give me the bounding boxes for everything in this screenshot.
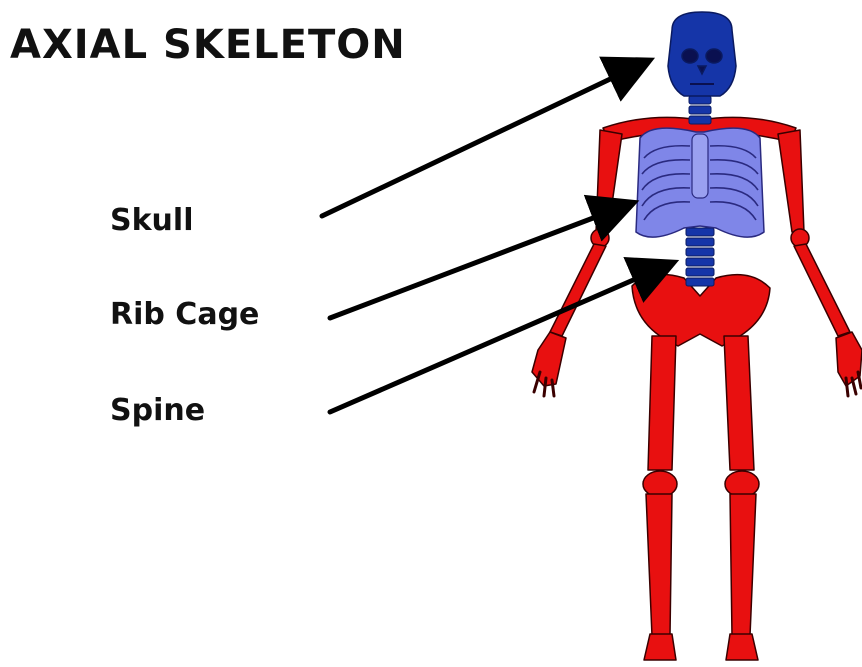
leader-arrows (322, 62, 670, 412)
skull (668, 12, 736, 96)
arrow-spine (330, 264, 670, 412)
sternum (692, 134, 708, 198)
hand-fingers (534, 372, 861, 396)
